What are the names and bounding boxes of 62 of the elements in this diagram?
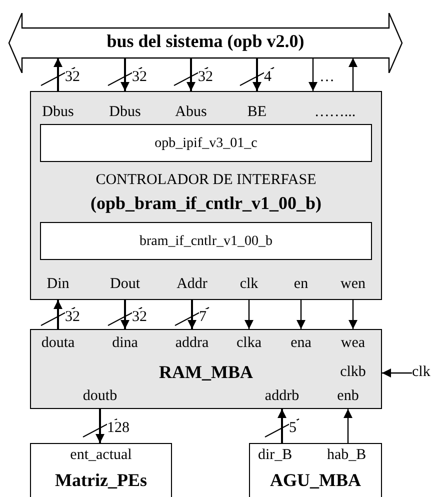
port-label: doutb [82, 388, 118, 405]
block-label: CONTROLADOR DE INTERFASE [96, 172, 316, 189]
port-label: ……... [314, 104, 356, 121]
port-label: douta [41, 335, 75, 352]
port-label: clkb [340, 364, 366, 381]
port-label: clk [240, 276, 258, 293]
port-label: Dbus [109, 104, 141, 121]
bus-width-label: 32 [65, 68, 80, 84]
block-title: RAM_MBA [159, 364, 253, 381]
port-label: en [294, 276, 308, 293]
bus-width-label: 32 [132, 68, 147, 84]
bus-arrow [240, 58, 274, 91]
signal-arrow [348, 300, 358, 329]
block-label: clk [412, 364, 430, 381]
port-label: BE [247, 104, 267, 121]
signal-arrow [308, 58, 318, 91]
bus-width-label: 32 [132, 308, 147, 324]
port-label: Addr [176, 276, 208, 293]
module-block [30, 329, 382, 409]
port-label: wen [340, 276, 366, 293]
port-label: addra [175, 335, 209, 352]
port-label: Abus [175, 104, 207, 121]
block-label: ent_actual [70, 447, 132, 464]
block-label: bram_if_cntlr_v1_00_b [140, 233, 272, 250]
port-label: clka [236, 335, 262, 352]
port-label: dina [112, 335, 138, 352]
port-label: wea [340, 335, 366, 352]
bus-arrow [174, 300, 210, 329]
block-label: opb_ipif_v3_01_c [154, 135, 258, 152]
bus-arrow [82, 409, 118, 443]
signal-arrow [348, 58, 358, 91]
block-title: bus del sistema (opb v2.0) [106, 33, 304, 50]
bus-arrow [108, 58, 142, 91]
port-label: ena [290, 335, 312, 352]
module-block [40, 124, 372, 162]
port-label: enb [337, 388, 359, 405]
module-block [30, 443, 172, 497]
module-block [249, 443, 382, 497]
signal-arrow [344, 409, 352, 443]
port-label: Din [46, 276, 70, 293]
module-block [30, 91, 382, 300]
bus-arrow [174, 58, 208, 91]
signal-arrow [244, 300, 254, 329]
bus-width-label: 32 [198, 68, 213, 84]
port-label: Dout [110, 276, 140, 293]
module-block [40, 222, 372, 260]
system-bus-arrow [8, 13, 403, 73]
signal-arrow [296, 300, 306, 329]
port-label: Dbus [42, 104, 74, 121]
block-label: hab_B [327, 447, 366, 464]
block-label: dir_B [258, 447, 292, 464]
block-title: Matriz_PEs [55, 472, 147, 489]
bus-width-label: 32 [65, 308, 80, 324]
bus-arrow [40, 58, 76, 91]
ellipsis-label: … [320, 69, 334, 86]
block-title: AGU_MBA [270, 472, 361, 489]
bus-arrow [40, 300, 76, 329]
signal-arrow [382, 368, 412, 378]
bus-arrow [264, 409, 300, 443]
bus-arrow [108, 300, 142, 329]
block-title: (opb_bram_if_cntlr_v1_00_b) [90, 195, 322, 212]
port-label: addrb [264, 388, 300, 405]
